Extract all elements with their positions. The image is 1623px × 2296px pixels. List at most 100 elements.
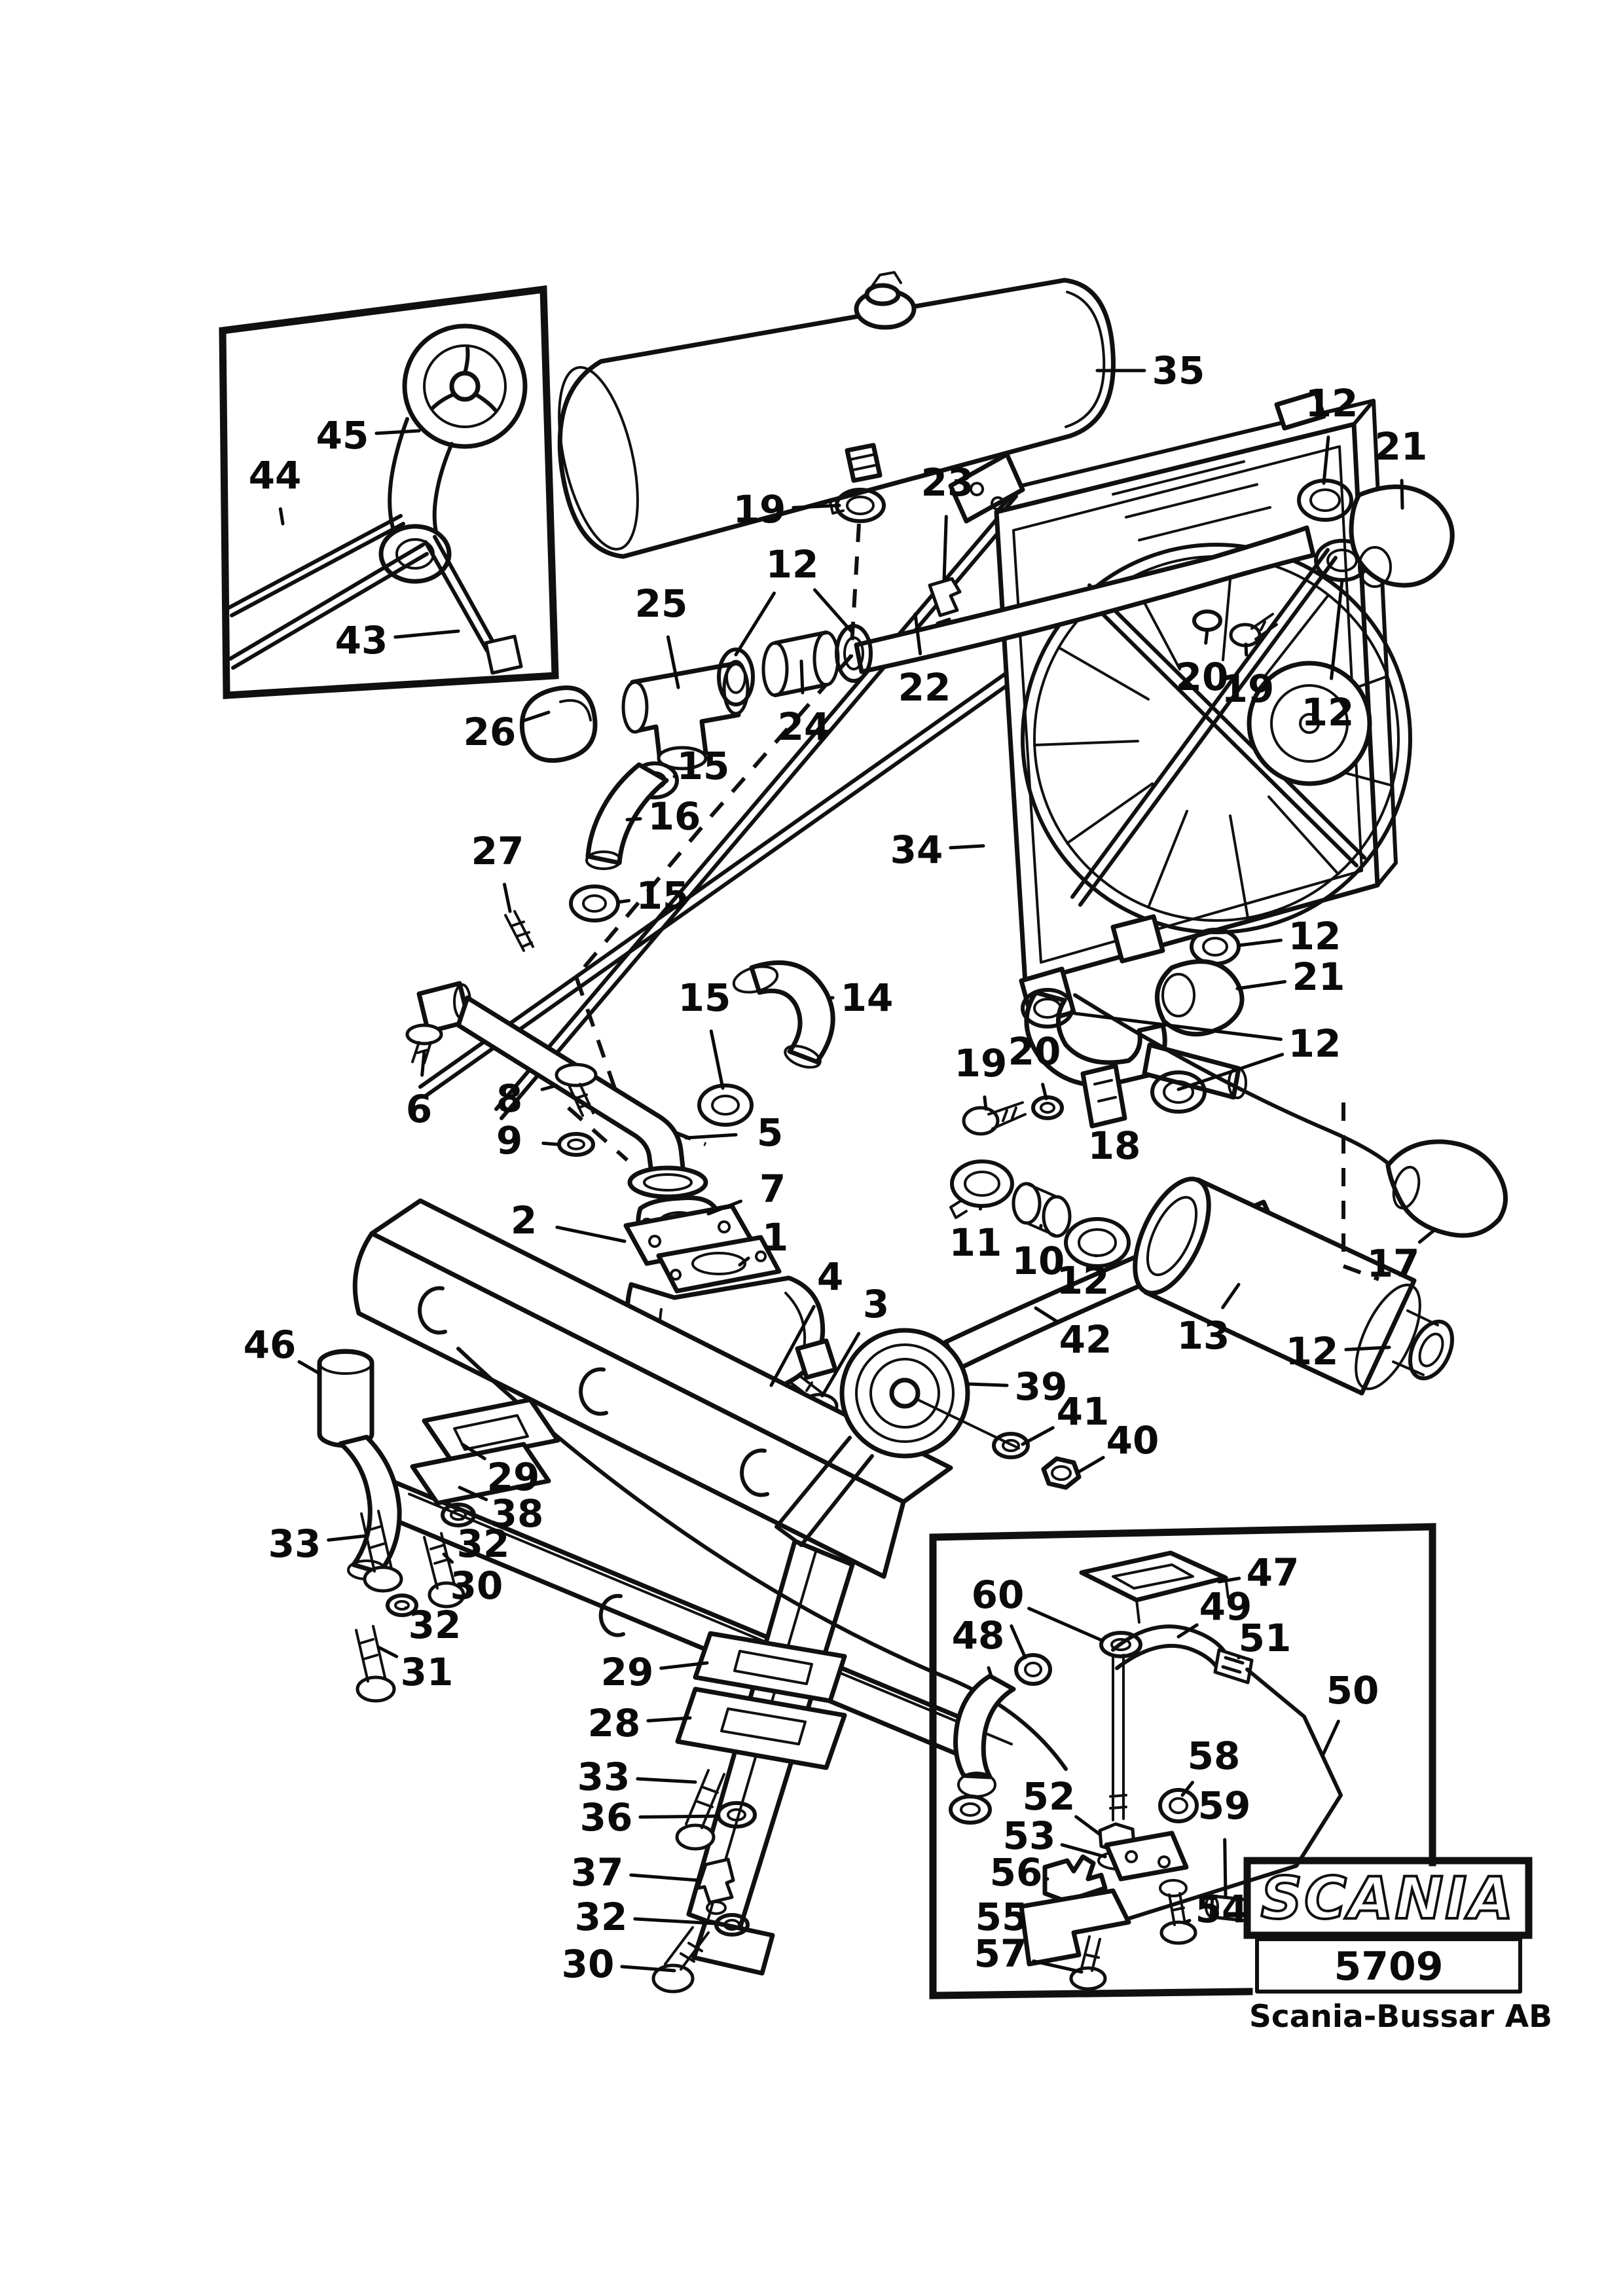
part-number-callout: 11	[949, 1220, 1002, 1265]
plate-28	[675, 1686, 847, 1770]
leader-line	[442, 1552, 454, 1564]
shroud-braces	[1070, 548, 1366, 907]
leader-line	[540, 1084, 558, 1091]
leader-line	[709, 1029, 725, 1090]
part-number-callout: 50	[1326, 1668, 1379, 1713]
leader-line	[1321, 1719, 1340, 1758]
leader-line	[633, 1917, 717, 1925]
leader-line	[638, 1814, 721, 1819]
part-number-callout: 56	[990, 1850, 1043, 1895]
bracket-55	[1019, 1888, 1131, 1967]
bracket-18-slots	[1093, 1079, 1117, 1102]
leader-line	[942, 515, 948, 582]
rod-50	[1111, 1667, 1343, 1925]
leader-line	[1244, 642, 1249, 657]
part-number-callout: 9	[496, 1118, 522, 1163]
tank-outlet-stub	[845, 443, 883, 483]
brand-plate: SCANIA 5709 Scania-Bussar AB	[1243, 1857, 1552, 2035]
bracket-53-holes	[1125, 1850, 1171, 1868]
top-hose-22	[854, 525, 1316, 674]
fan-hub	[1247, 661, 1372, 786]
part-number-callout: 38	[491, 1491, 544, 1536]
leader-line	[393, 629, 460, 639]
part-number-callout: 8	[496, 1076, 522, 1121]
part-number-callout: 45	[316, 413, 369, 458]
bushing-10-right	[1042, 1195, 1072, 1238]
clamp-12-f	[717, 647, 755, 706]
leader-line	[734, 591, 776, 657]
leader-line	[1027, 1607, 1104, 1643]
bracket-18	[1080, 1063, 1127, 1129]
fitting-37-tip	[706, 1901, 727, 1915]
leader-line	[1180, 1781, 1194, 1797]
part-number-callout: 15	[678, 975, 731, 1020]
part-number-callout: 26	[464, 710, 517, 754]
rod-43-end	[484, 634, 523, 675]
part-number-callout: 58	[1188, 1734, 1241, 1778]
washer-9-inner	[567, 1139, 585, 1150]
part-number-callout: 32	[457, 1522, 510, 1566]
part-number-callout: 22	[898, 665, 951, 710]
plug-26-inner	[559, 699, 592, 721]
leader-line	[1176, 1053, 1285, 1091]
elbow-17-mouth	[1392, 1165, 1421, 1210]
part-number-callout: 15	[677, 744, 730, 788]
part-number-callout: 20	[1176, 655, 1229, 699]
bolt-31-head	[356, 1675, 396, 1703]
tank-left-seam	[558, 366, 639, 551]
part-number-callout: 53	[1003, 1813, 1056, 1858]
scania-logo-text: SCANIA	[1261, 1865, 1516, 1932]
part-number-callout: 29	[601, 1650, 654, 1694]
washer-60-a-inner	[1110, 1638, 1131, 1651]
part-number-callout: 13	[1177, 1313, 1230, 1358]
clamp-12-c-inner	[1202, 937, 1228, 957]
leader-line	[1077, 1455, 1105, 1474]
part-number-callout: 37	[571, 1850, 624, 1895]
grommet-60-b	[1014, 1653, 1052, 1686]
tank-right-seam	[1065, 291, 1106, 428]
fan-hub-center	[1299, 713, 1320, 734]
washer-9	[557, 1132, 595, 1157]
pipe-flange	[627, 1165, 708, 1199]
banjo-48-inner	[960, 1802, 981, 1817]
filter-routing-dashed	[1341, 1102, 1380, 1281]
leader-line	[987, 1666, 993, 1678]
part-number-callout: 19	[955, 1041, 1008, 1085]
elbow-21-lower-mouth	[1161, 973, 1195, 1017]
part-number-callout: 32	[409, 1603, 462, 1647]
gasket-1-boltholes	[670, 1250, 767, 1281]
leader-line	[620, 1965, 676, 1973]
fitting-51	[1213, 1648, 1254, 1685]
plate-28-slot	[720, 1707, 807, 1745]
radiator-support-rods	[418, 434, 1349, 1120]
clamp-12-e-inner	[1163, 1080, 1194, 1104]
bottom-hose-assembly	[962, 914, 1394, 1169]
part-number-callout: 2	[511, 1198, 537, 1243]
leader-line	[458, 1485, 488, 1501]
part-number-callout: 32	[575, 1895, 628, 1939]
part-number-callout: 19	[1222, 666, 1275, 711]
part-number-callout: 21	[1292, 955, 1345, 999]
part-number-callout: 54	[1195, 1887, 1249, 1931]
washer-36-inner	[727, 1808, 746, 1821]
bolt-33-a-shaft	[360, 1510, 393, 1573]
leader-line	[1041, 1082, 1048, 1101]
leader-line	[1204, 628, 1209, 645]
leg-mount-stack	[651, 1631, 847, 1994]
part-number-callout: 47	[1247, 1550, 1300, 1595]
expansion-tank	[557, 271, 1116, 1146]
inset-frame	[219, 285, 559, 699]
part-number-callout: 24	[778, 704, 831, 749]
elbow-hose-21-upper	[1349, 484, 1455, 588]
hose-routing-dashed	[574, 523, 861, 1146]
tank-body	[557, 278, 1116, 559]
bolt-54-shaft	[1168, 1892, 1186, 1926]
assembly-axis-dashed	[567, 1106, 629, 1162]
rod-44	[227, 514, 429, 670]
t-connector-branch	[657, 746, 708, 771]
leader-line	[967, 1382, 1009, 1387]
nut-40	[1041, 1456, 1082, 1490]
leader-line	[1032, 1959, 1084, 1974]
inset2-frame	[929, 1523, 1436, 1999]
leader-line	[684, 1133, 738, 1140]
